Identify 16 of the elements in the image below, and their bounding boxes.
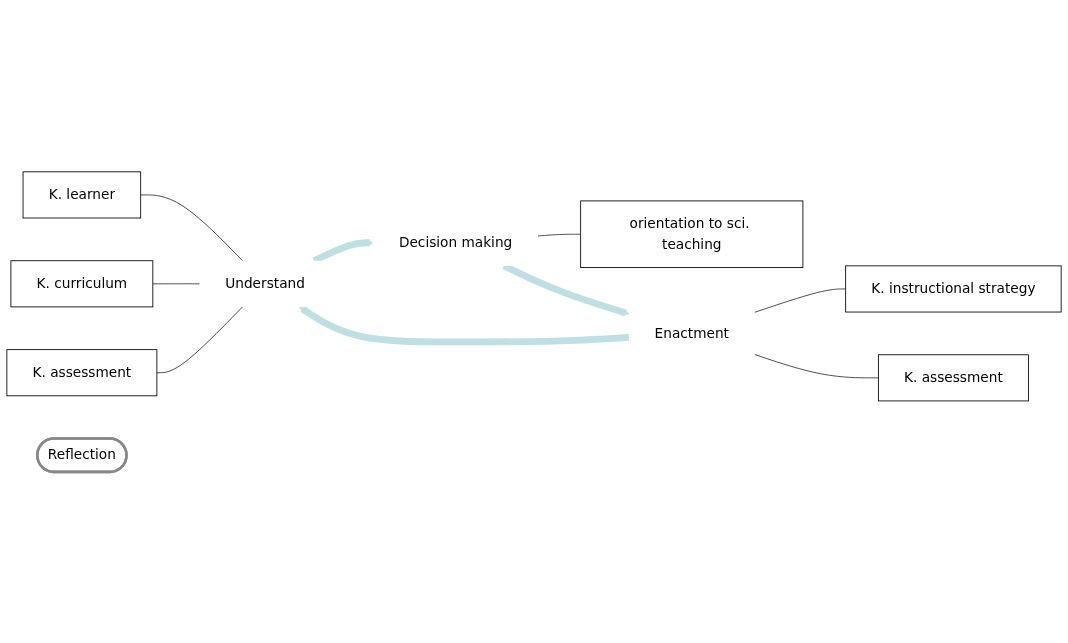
connector xyxy=(754,353,879,378)
node-box: K. learner xyxy=(22,171,142,219)
connector xyxy=(537,233,582,237)
node-text: Enactment xyxy=(654,324,729,341)
node-text: Decision making xyxy=(398,233,513,251)
node-box: K. assessment xyxy=(6,348,158,396)
arrow xyxy=(299,305,630,345)
connector xyxy=(152,283,201,284)
connector xyxy=(156,306,243,373)
node-box: K. curriculum xyxy=(10,259,154,307)
connector xyxy=(140,194,243,261)
node-box: orientation to sci. teaching xyxy=(580,200,804,268)
node-box: K. instructional strategy xyxy=(845,265,1062,313)
node-text: Understand xyxy=(225,274,305,292)
connector xyxy=(754,288,847,313)
node-box: K. assessment xyxy=(877,354,1029,401)
